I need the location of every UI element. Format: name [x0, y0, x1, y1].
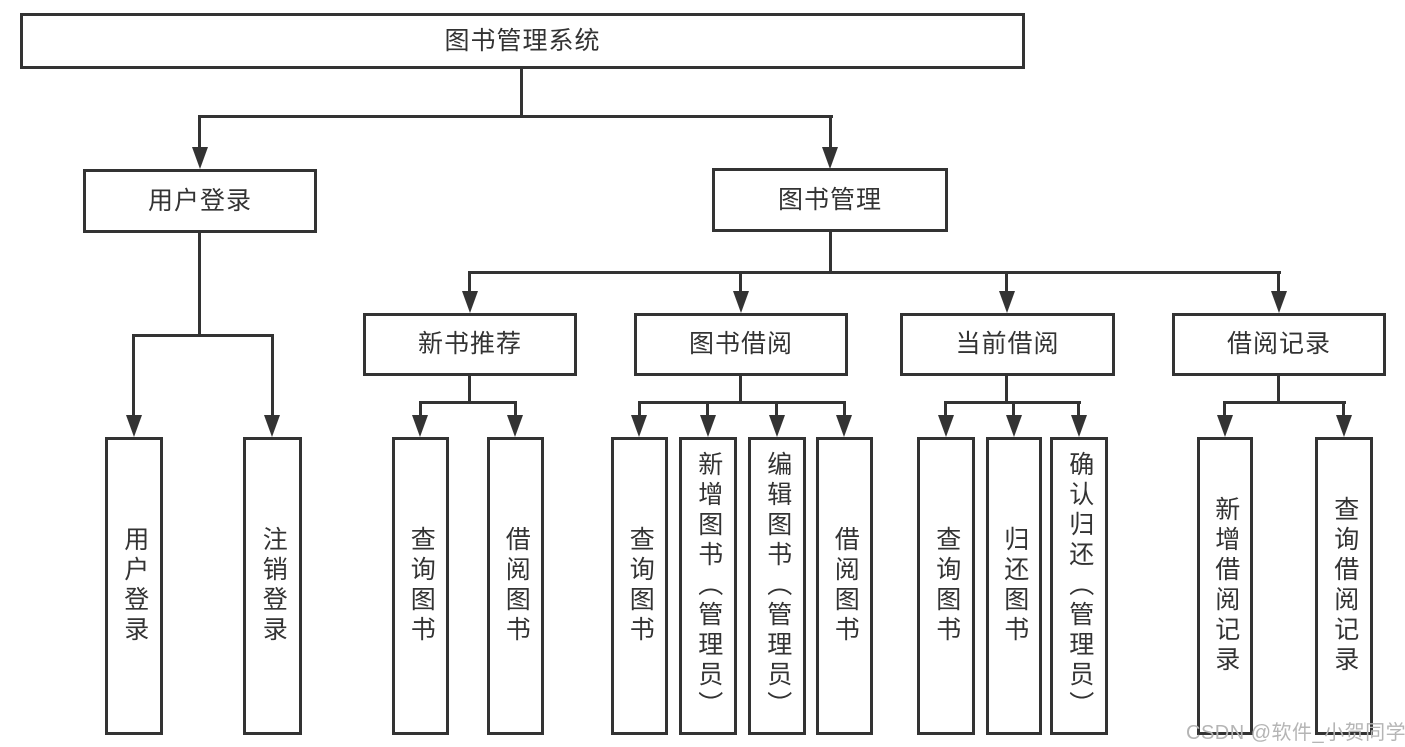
v-line: [829, 230, 832, 274]
leaf-edit-book-admin: 编辑图书（管理员）: [748, 437, 806, 735]
v-line: [271, 334, 274, 416]
arrow-down-icon: [631, 415, 647, 437]
v-line: [1277, 374, 1280, 404]
leaf-query-borrow-record-label: 查询借阅记录: [1330, 496, 1359, 676]
leaf-logout-label: 注销登录: [259, 526, 288, 646]
arrow-down-icon: [1271, 291, 1287, 313]
h-line: [638, 401, 846, 404]
arrow-down-icon: [192, 147, 208, 169]
arrow-down-icon: [822, 147, 838, 169]
node-user-login-label: 用户登录: [147, 186, 252, 215]
leaf-borrow-books-recommend: 借阅图书: [487, 437, 544, 735]
v-line: [514, 401, 517, 417]
leaf-confirm-return-admin-label: 确认归还（管理员）: [1065, 451, 1094, 721]
node-root-system-label: 图书管理系统: [444, 26, 601, 55]
v-line: [775, 401, 778, 417]
node-current-borrowing: 当前借阅: [900, 313, 1115, 376]
v-line: [739, 374, 742, 404]
h-line: [198, 115, 833, 118]
leaf-return-book: 归还图书: [986, 437, 1042, 735]
v-line: [520, 67, 523, 117]
v-line: [419, 401, 422, 417]
v-line: [1077, 401, 1080, 417]
v-line: [1223, 401, 1226, 417]
leaf-query-books-recommend-label: 查询图书: [407, 526, 436, 646]
v-line: [468, 374, 471, 404]
arrow-down-icon: [126, 415, 142, 437]
leaf-edit-book-admin-label: 编辑图书（管理员）: [763, 451, 792, 721]
leaf-add-borrow-record-label: 新增借阅记录: [1211, 496, 1240, 676]
leaf-query-books-current: 查询图书: [917, 437, 975, 735]
leaf-borrow-books-borrowing: 借阅图书: [816, 437, 873, 735]
v-line: [198, 231, 201, 337]
v-line: [739, 271, 742, 293]
arrow-down-icon: [769, 415, 785, 437]
v-line: [638, 401, 641, 417]
arrow-down-icon: [1071, 415, 1087, 437]
arrow-down-icon: [412, 415, 428, 437]
v-line: [198, 115, 201, 149]
v-line: [468, 271, 471, 293]
node-book-management: 图书管理: [712, 168, 948, 232]
arrow-down-icon: [1006, 415, 1022, 437]
v-line: [1277, 271, 1280, 293]
v-line: [132, 334, 135, 416]
node-borrowing-records-label: 借阅记录: [1226, 330, 1331, 358]
h-line: [132, 334, 274, 337]
v-line: [944, 401, 947, 417]
h-line: [419, 401, 517, 404]
arrow-down-icon: [938, 415, 954, 437]
arrow-down-icon: [507, 415, 523, 437]
v-line: [829, 115, 832, 149]
leaf-query-books-recommend: 查询图书: [392, 437, 449, 735]
arrow-down-icon: [1217, 415, 1233, 437]
node-book-management-label: 图书管理: [777, 185, 882, 214]
leaf-query-books-current-label: 查询图书: [932, 526, 961, 646]
arrow-down-icon: [700, 415, 716, 437]
node-borrowing-records: 借阅记录: [1172, 313, 1386, 376]
leaf-query-books-borrowing-label: 查询图书: [626, 526, 655, 646]
leaf-return-book-label: 归还图书: [1000, 526, 1029, 646]
arrow-down-icon: [836, 415, 852, 437]
node-user-login: 用户登录: [83, 169, 317, 233]
leaf-query-books-borrowing: 查询图书: [611, 437, 668, 735]
node-book-borrowing: 图书借阅: [634, 313, 848, 376]
node-current-borrowing-label: 当前借阅: [955, 330, 1060, 358]
arrow-down-icon: [1336, 415, 1352, 437]
v-line: [1005, 271, 1008, 293]
leaf-borrow-books-recommend-label: 借阅图书: [502, 526, 531, 646]
arrow-down-icon: [733, 291, 749, 313]
arrow-down-icon: [264, 415, 280, 437]
leaf-add-book-admin-label: 新增图书（管理员）: [694, 451, 723, 721]
h-line: [468, 271, 1281, 274]
node-root-system: 图书管理系统: [20, 13, 1025, 69]
v-line: [1005, 374, 1008, 404]
v-line: [1342, 401, 1345, 417]
leaf-user-login-label: 用户登录: [120, 526, 149, 646]
v-line: [843, 401, 846, 417]
leaf-user-login: 用户登录: [105, 437, 163, 735]
node-new-book-recommend-label: 新书推荐: [417, 330, 522, 358]
node-book-borrowing-label: 图书借阅: [688, 330, 793, 358]
leaf-add-borrow-record: 新增借阅记录: [1197, 437, 1253, 735]
arrow-down-icon: [999, 291, 1015, 313]
leaf-query-borrow-record: 查询借阅记录: [1315, 437, 1373, 735]
v-line: [706, 401, 709, 417]
node-new-book-recommend: 新书推荐: [363, 313, 577, 376]
csdn-watermark: CSDN @软件_小贺同学: [1186, 722, 1405, 744]
leaf-borrow-books-borrowing-label: 借阅图书: [831, 526, 860, 646]
h-line: [1223, 401, 1346, 404]
leaf-add-book-admin: 新增图书（管理员）: [679, 437, 737, 735]
leaf-confirm-return-admin: 确认归还（管理员）: [1050, 437, 1108, 735]
arrow-down-icon: [462, 291, 478, 313]
v-line: [1012, 401, 1015, 417]
leaf-logout: 注销登录: [243, 437, 302, 735]
